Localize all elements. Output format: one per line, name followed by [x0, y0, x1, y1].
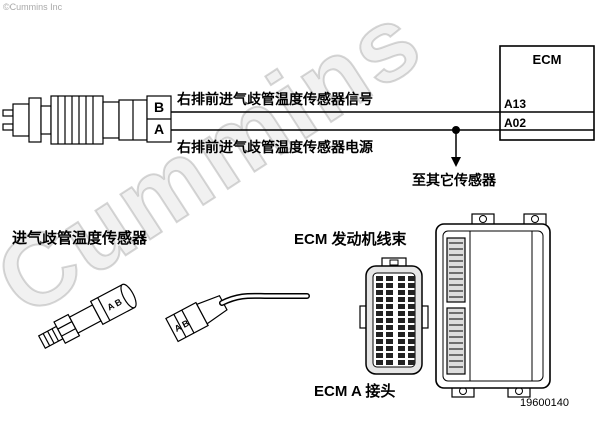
ecm-a-connector-caption: ECM A 接头 — [314, 383, 396, 400]
arrow-down-icon — [451, 157, 461, 167]
ecm-module-drawing — [435, 213, 551, 398]
connector-pin-a-label: A — [153, 121, 165, 137]
wires — [171, 111, 594, 131]
ecm-connector-strip-lower — [449, 312, 463, 368]
connector-pin-b-label: B — [153, 99, 165, 115]
branch-to-other-sensors — [451, 126, 461, 167]
harness-caption: ECM 发动机线束 — [294, 231, 407, 248]
copyright-text: ©Cummins Inc — [3, 2, 63, 12]
ecm-pin-a13-label: A13 — [504, 97, 527, 111]
ecm-box-drawing — [499, 45, 595, 141]
branch-label: 至其它传感器 — [412, 172, 496, 188]
signal-wire-label: 右排前进气歧管温度传感器信号 — [177, 91, 373, 107]
connector-pin-grid — [376, 276, 415, 365]
part-number: 19600140 — [520, 397, 569, 409]
ecm-connector-strip-upper — [449, 242, 463, 298]
ecm-pin-a02-label: A02 — [504, 116, 527, 130]
sensor-caption: 进气歧管温度传感器 — [12, 230, 148, 247]
ecm-box-title: ECM — [532, 52, 562, 67]
supply-wire-label: 右排前进气歧管温度传感器电源 — [177, 139, 373, 155]
harness-wire — [219, 292, 310, 306]
harness-plug-illustration: A B — [165, 294, 228, 343]
ecm-a-connector-drawing — [359, 257, 429, 375]
sensor-illustration: A B — [37, 283, 137, 349]
sensor-plug-drawing — [2, 95, 172, 145]
